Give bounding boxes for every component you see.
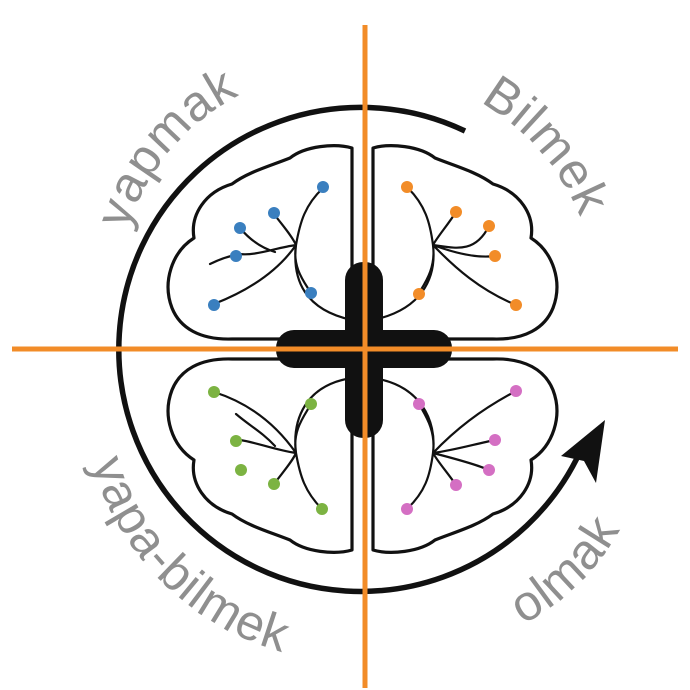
node-dot [316, 503, 328, 515]
node-dot [483, 464, 495, 476]
brain-lobe-top-right [371, 144, 559, 341]
node-dot [450, 206, 462, 218]
node-dot [230, 250, 242, 262]
node-dot [235, 464, 247, 476]
node-dot [317, 181, 329, 193]
node-dot [268, 478, 280, 490]
brain-lobe-bottom-left [166, 357, 354, 554]
node-dot [489, 250, 501, 262]
node-dot [305, 287, 317, 299]
circular-arrow-icon [116, 104, 605, 595]
node-dot [401, 181, 413, 193]
brain-lobe-top-left [166, 144, 354, 341]
veins-top-right [371, 186, 518, 322]
node-dot [510, 385, 522, 397]
dots-bottom-left [208, 386, 328, 515]
node-dot [483, 220, 495, 232]
node-dot [234, 222, 246, 234]
label-bottom-right-text: olmak [500, 505, 629, 634]
node-dot [305, 398, 317, 410]
brain-lobe-bottom-right [371, 357, 559, 554]
node-dot [413, 288, 425, 300]
veins-top-left [208, 186, 354, 322]
node-dot [413, 398, 425, 410]
node-dot [450, 479, 462, 491]
dots-bottom-right [401, 385, 522, 515]
node-dot [208, 386, 220, 398]
node-dot [489, 434, 501, 446]
node-dot [510, 299, 522, 311]
arrow-head-icon [561, 420, 605, 483]
dots-top-left [208, 181, 329, 311]
node-dot [230, 435, 242, 447]
node-dot [208, 299, 220, 311]
brain-icon [166, 144, 559, 554]
label-bottom-right: olmak [500, 505, 630, 634]
veins-bottom-left [212, 376, 354, 511]
node-dot [401, 503, 413, 515]
dots-top-right [401, 181, 522, 311]
cycle-ring [116, 104, 583, 595]
node-dot [268, 207, 280, 219]
veins-bottom-right [371, 376, 518, 511]
